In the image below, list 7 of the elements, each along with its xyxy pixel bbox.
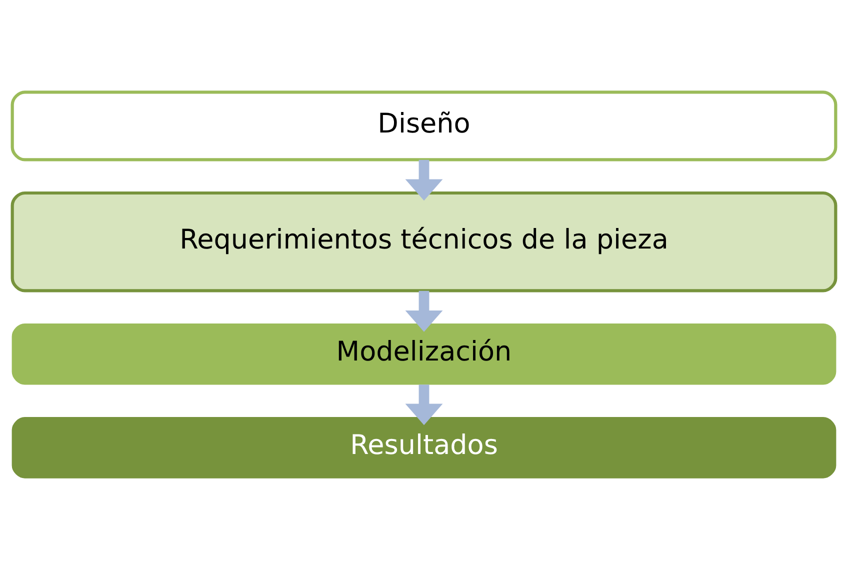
node-box: Diseño [10,90,838,161]
arrow [405,159,443,200]
node-box: Requerimientos técnicos de la pieza [10,190,838,292]
arrow [405,290,443,332]
node-box: Modelización [12,322,836,384]
node-box: Resultados [12,416,836,478]
arrow [405,384,443,425]
